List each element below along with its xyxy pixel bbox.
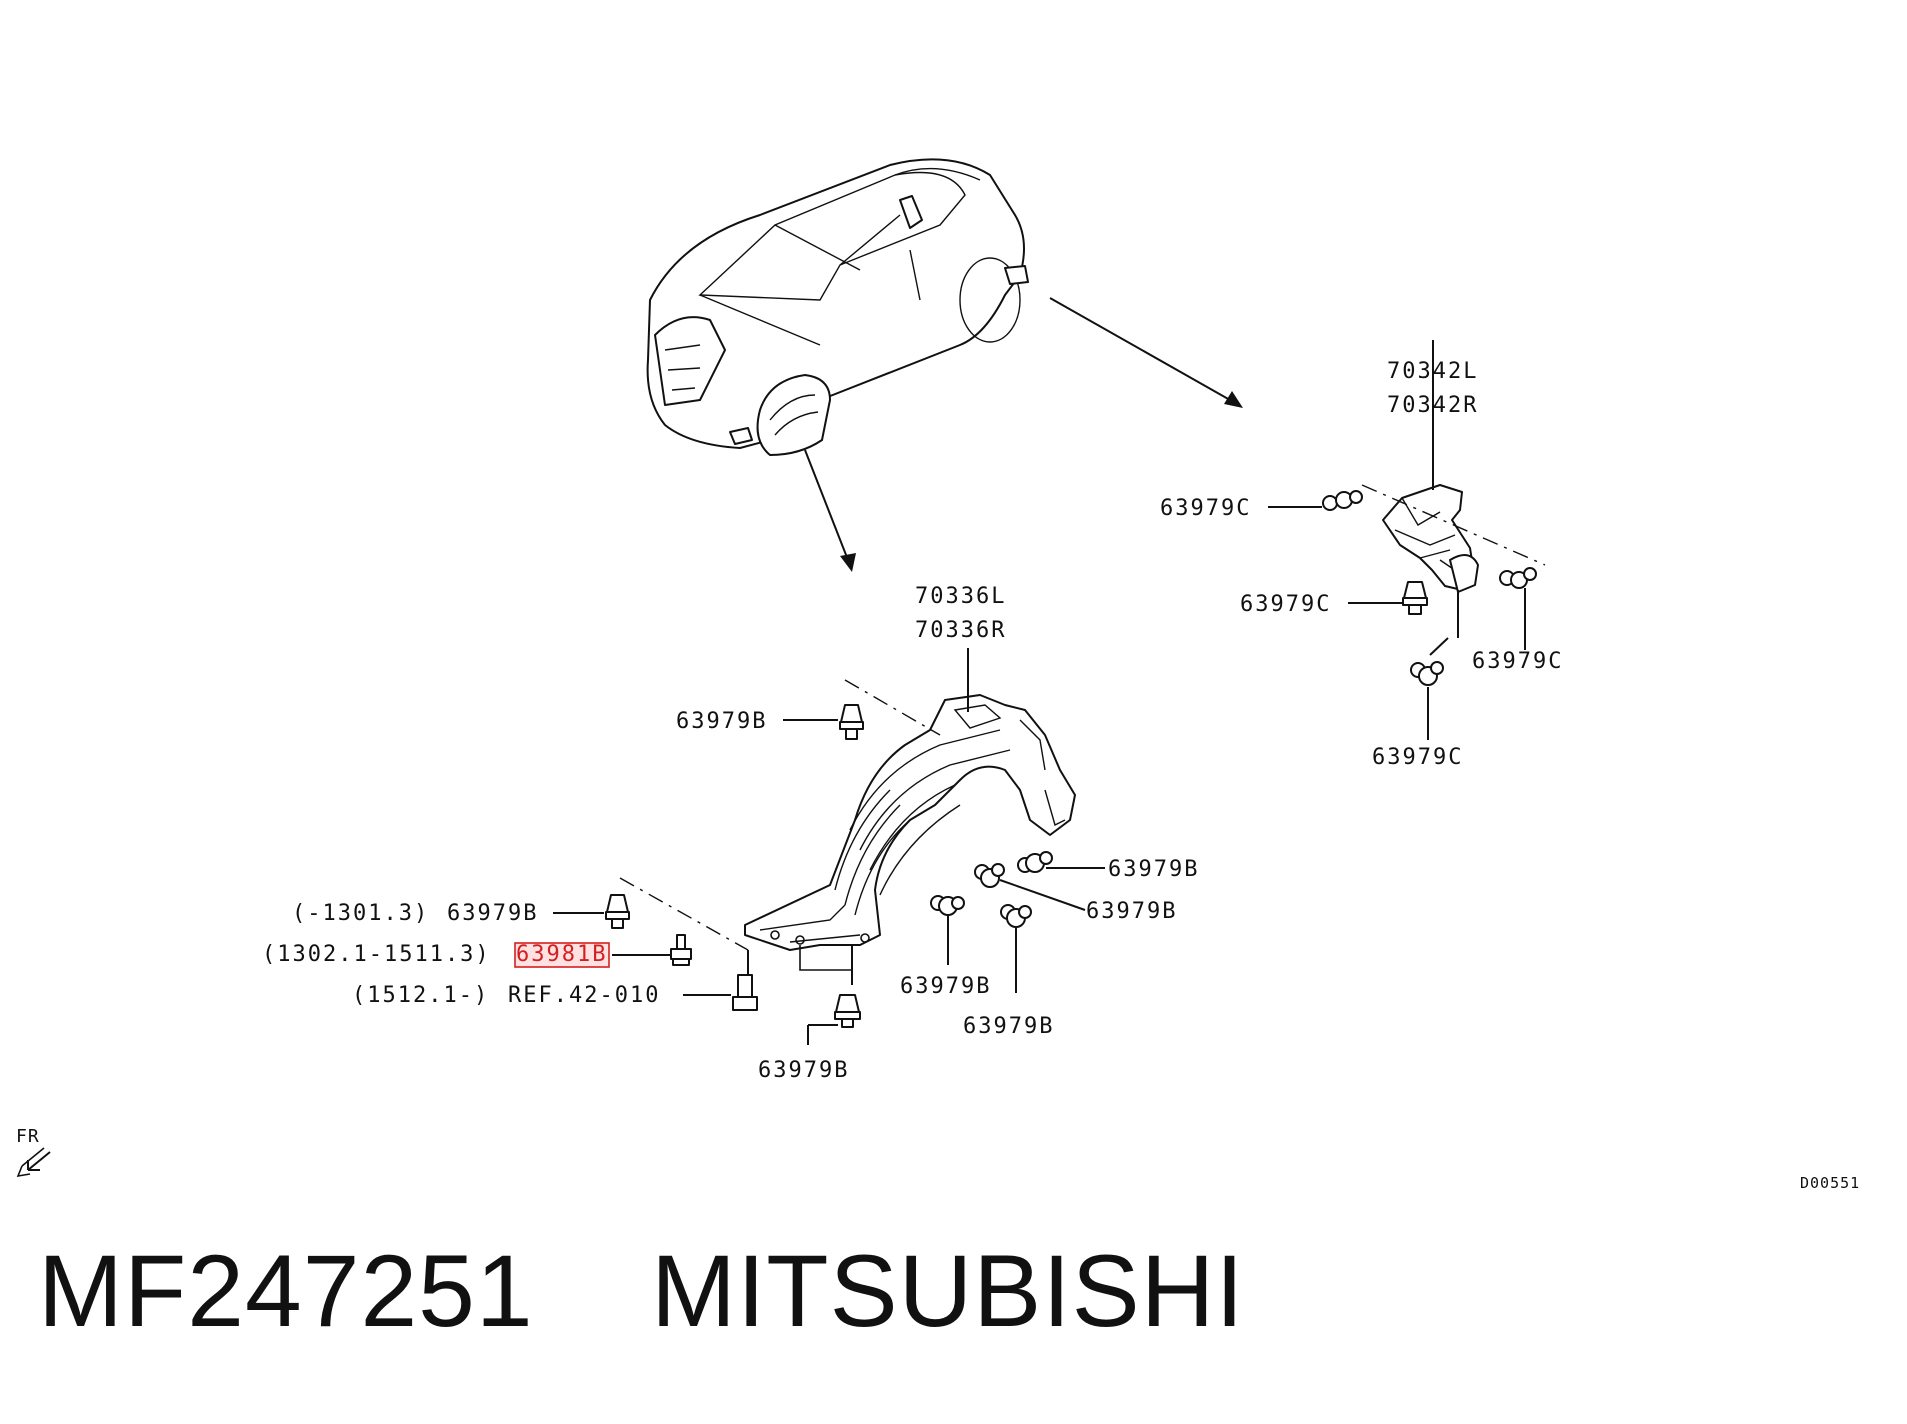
front-clip-left-3: [732, 974, 758, 1011]
front-clip-lower-right: [1000, 904, 1032, 928]
front-clip-label-right-mid: 63979B: [1086, 899, 1177, 924]
front-clip-right-mid: [974, 863, 1005, 888]
front-liner-label-left: 70336L: [915, 584, 1006, 609]
rear-liner-label-right: 70342R: [1387, 393, 1478, 418]
front-arrow-icon: [16, 1147, 51, 1178]
front-clip-left-1: [605, 894, 630, 929]
callout-part-2-highlighted[interactable]: 63981B: [516, 942, 607, 967]
front-clip-label-center: 63979B: [900, 974, 991, 999]
diagram-reference: D00551: [1800, 1174, 1860, 1192]
arrow-to-front-liner: [804, 449, 856, 572]
arrow-to-rear-liner: [1049, 297, 1243, 408]
rear-clip-3: [1499, 567, 1537, 589]
front-liner-label-right: 70336R: [915, 618, 1006, 643]
front-clip-bottom: [834, 994, 861, 1028]
front-clip-label-right-upper: 63979B: [1108, 857, 1199, 882]
rear-clip-label-4: 63979C: [1372, 745, 1463, 770]
brand-name: MITSUBISHI: [651, 1234, 1245, 1348]
rear-clip-2: [1402, 581, 1428, 615]
bolt-63981B: [670, 934, 692, 966]
callout-range-3: (1512.1-): [352, 983, 489, 1008]
callout-range-2: (1302.1-1511.3): [262, 942, 491, 967]
caption: MF247251 MITSUBISHI: [38, 1240, 1245, 1342]
rear-clip-4: [1410, 661, 1444, 686]
rear-liner-assembly: [1361, 340, 1546, 656]
highlight-box: [514, 942, 610, 968]
part-number: MF247251: [38, 1234, 534, 1348]
callout-part-1: 63979B: [447, 901, 538, 926]
rear-clip-1: [1322, 490, 1363, 511]
rear-clip-label-3: 63979C: [1472, 649, 1563, 674]
callout-range-1: (-1301.3): [292, 901, 429, 926]
car-illustration: [646, 158, 1029, 456]
rear-clip-label-2: 63979C: [1240, 592, 1331, 617]
front-clip-label-lower-right: 63979B: [963, 1014, 1054, 1039]
front-indicator-label: FR: [16, 1126, 40, 1147]
rear-clip-label-1: 63979C: [1160, 496, 1251, 521]
front-clip-top: [839, 704, 864, 740]
front-liner-assembly: [619, 648, 1076, 985]
front-clip-label-bottom: 63979B: [758, 1058, 849, 1083]
front-clip-center: [930, 895, 965, 916]
front-clip-label-top: 63979B: [676, 709, 767, 734]
callout-part-3: REF.42-010: [508, 983, 660, 1008]
rear-liner-label-left: 70342L: [1387, 359, 1478, 384]
front-direction-indicator: FR: [16, 1126, 51, 1178]
front-clip-right-upper: [1017, 851, 1053, 873]
